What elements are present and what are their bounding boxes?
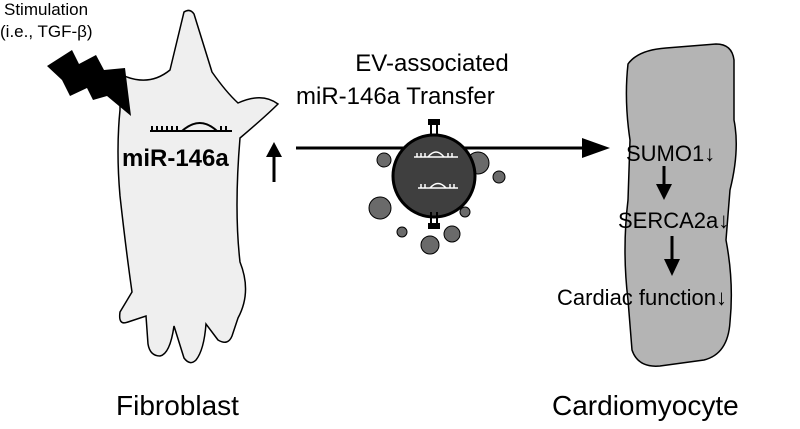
sumo1-label: SUMO1↓ [626,141,716,166]
particle [443,225,461,243]
cardiac-function-label: Cardiac function↓ [557,285,727,310]
lightning-bolt-icon [47,50,131,116]
cardiomyocyte-cell [624,43,737,367]
down-arrow-icon [664,236,680,276]
particle [376,152,392,168]
particle [492,170,506,184]
serca2a-label: SERCA2a↓ [618,208,730,233]
ev-transfer-title-line2: miR-146a Transfer [296,83,495,110]
mirna-hairpin-icon [150,122,232,132]
particle [368,196,392,220]
extracellular-vesicle [368,119,506,255]
fibroblast-cell [117,9,280,364]
stimulation-example-label: (i.e., TGF-β) [0,22,93,41]
vesicle-body [391,133,477,219]
cardiomyocyte-label: Cardiomyocyte [552,390,739,421]
particle [459,206,471,218]
stimulation-label: Stimulation [4,0,89,19]
particle [420,235,440,255]
up-arrow-icon [266,142,282,182]
down-arrow-icon [656,166,672,200]
fibroblast-label: Fibroblast [116,390,239,421]
mirna-label: miR-146a [122,145,229,172]
particle [396,226,408,238]
ev-transfer-title-line1: EV-associated [355,50,509,77]
